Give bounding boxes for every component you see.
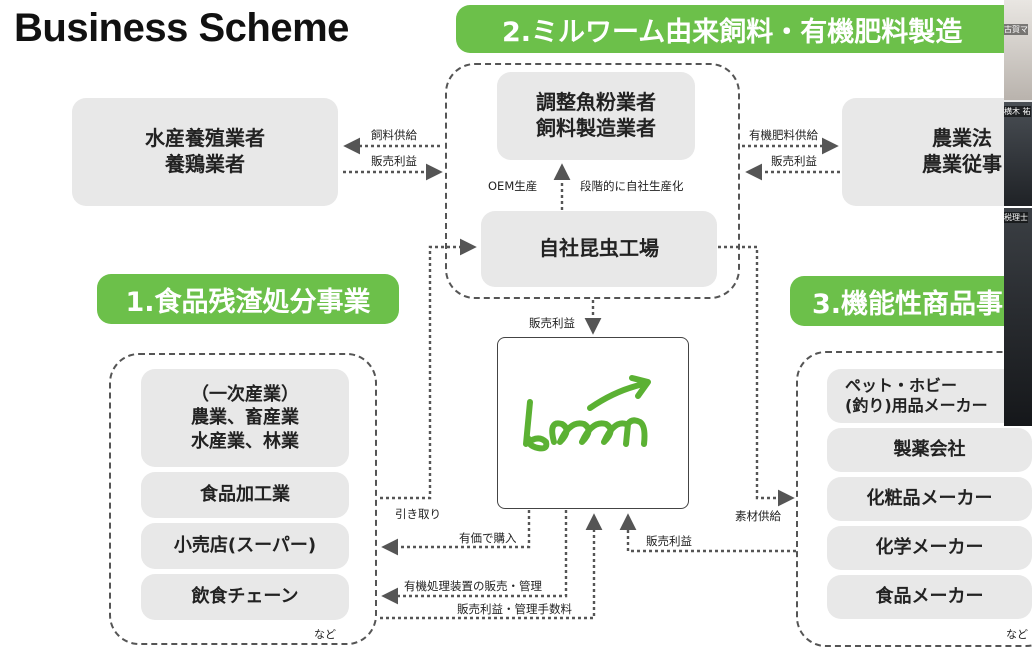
primary-industry-box: （一次産業） 農業、畜産業 水産業、林業 <box>141 369 349 467</box>
etc-left-label: など <box>314 628 336 641</box>
pharma-box: 製薬会社 <box>827 428 1032 472</box>
food-waste-group <box>109 353 377 645</box>
section-2-pill: 2.ミルワーム由来飼料・有機肥料製造 <box>456 5 1032 53</box>
food-maker-box: 食品メーカー <box>827 575 1032 619</box>
video-participant-name: 税理士 <box>1004 212 1028 223</box>
functional-products-group <box>796 351 1032 647</box>
section-3-label: 3.機能性商品事 <box>812 288 1004 320</box>
pickup-label: 引き取り <box>395 507 441 521</box>
cosmetics-box: 化粧品メーカー <box>827 477 1032 521</box>
section-1-pill: 1.食品残渣処分事業 <box>97 274 399 324</box>
section-1-label: 1.食品残渣処分事業 <box>125 286 371 318</box>
section-3-pill: 3.機能性商品事 <box>790 276 1032 326</box>
sales-profit-right-label: 販売利益 <box>771 154 817 168</box>
material-supply-label: 素材供給 <box>735 509 781 523</box>
booon-logo-box <box>497 337 689 509</box>
paid-purchase-label: 有価で購入 <box>459 531 517 545</box>
section-2-label: 2.ミルワーム由来飼料・有機肥料製造 <box>502 16 963 48</box>
sales-profit-center-label: 販売利益 <box>529 316 575 330</box>
oem-label: OEM生産 <box>488 179 538 193</box>
organic-fertilizer-supply-label: 有機肥料供給 <box>749 128 818 142</box>
page-title: Business Scheme <box>14 6 349 50</box>
feed-makers-box: 調整魚粉業者 飼料製造業者 <box>497 72 695 160</box>
retail-box: 小売店(スーパー) <box>141 523 349 569</box>
sales-profit-bottom-label: 販売利益 <box>646 534 692 548</box>
chemical-box: 化学メーカー <box>827 526 1032 570</box>
video-tile-3[interactable]: 税理士 <box>1004 208 1032 426</box>
farming-box: 農業法 農業従事 <box>842 98 1032 206</box>
restaurant-box: 飲食チェーン <box>141 574 349 620</box>
aquaculture-box: 水産養殖業者 養鶏業者 <box>72 98 338 206</box>
device-sales-label: 有機処理装置の販売・管理 <box>404 579 542 593</box>
booon-logo <box>523 375 651 452</box>
video-tile-1[interactable]: 古賀マ <box>1004 0 1032 100</box>
pet-hobby-box: ペット・ホビー (釣り)用品メーカー <box>827 369 1032 423</box>
video-participant-name: 古賀マ <box>1004 24 1028 35</box>
video-tile-2[interactable]: 横木 祐 <box>1004 102 1032 206</box>
etc-right-label: など <box>1006 628 1028 641</box>
feed-supply-label: 飼料供給 <box>371 128 417 142</box>
stepwise-label: 段階的に自社生産化 <box>580 179 684 193</box>
video-participant-name: 横木 祐 <box>1004 106 1031 117</box>
insect-factory-box: 自社昆虫工場 <box>481 211 717 287</box>
food-processing-box: 食品加工業 <box>141 472 349 518</box>
mgmt-fee-label: 販売利益・管理手数料 <box>457 602 572 616</box>
production-group <box>445 63 740 299</box>
sales-profit-left-label: 販売利益 <box>371 154 417 168</box>
